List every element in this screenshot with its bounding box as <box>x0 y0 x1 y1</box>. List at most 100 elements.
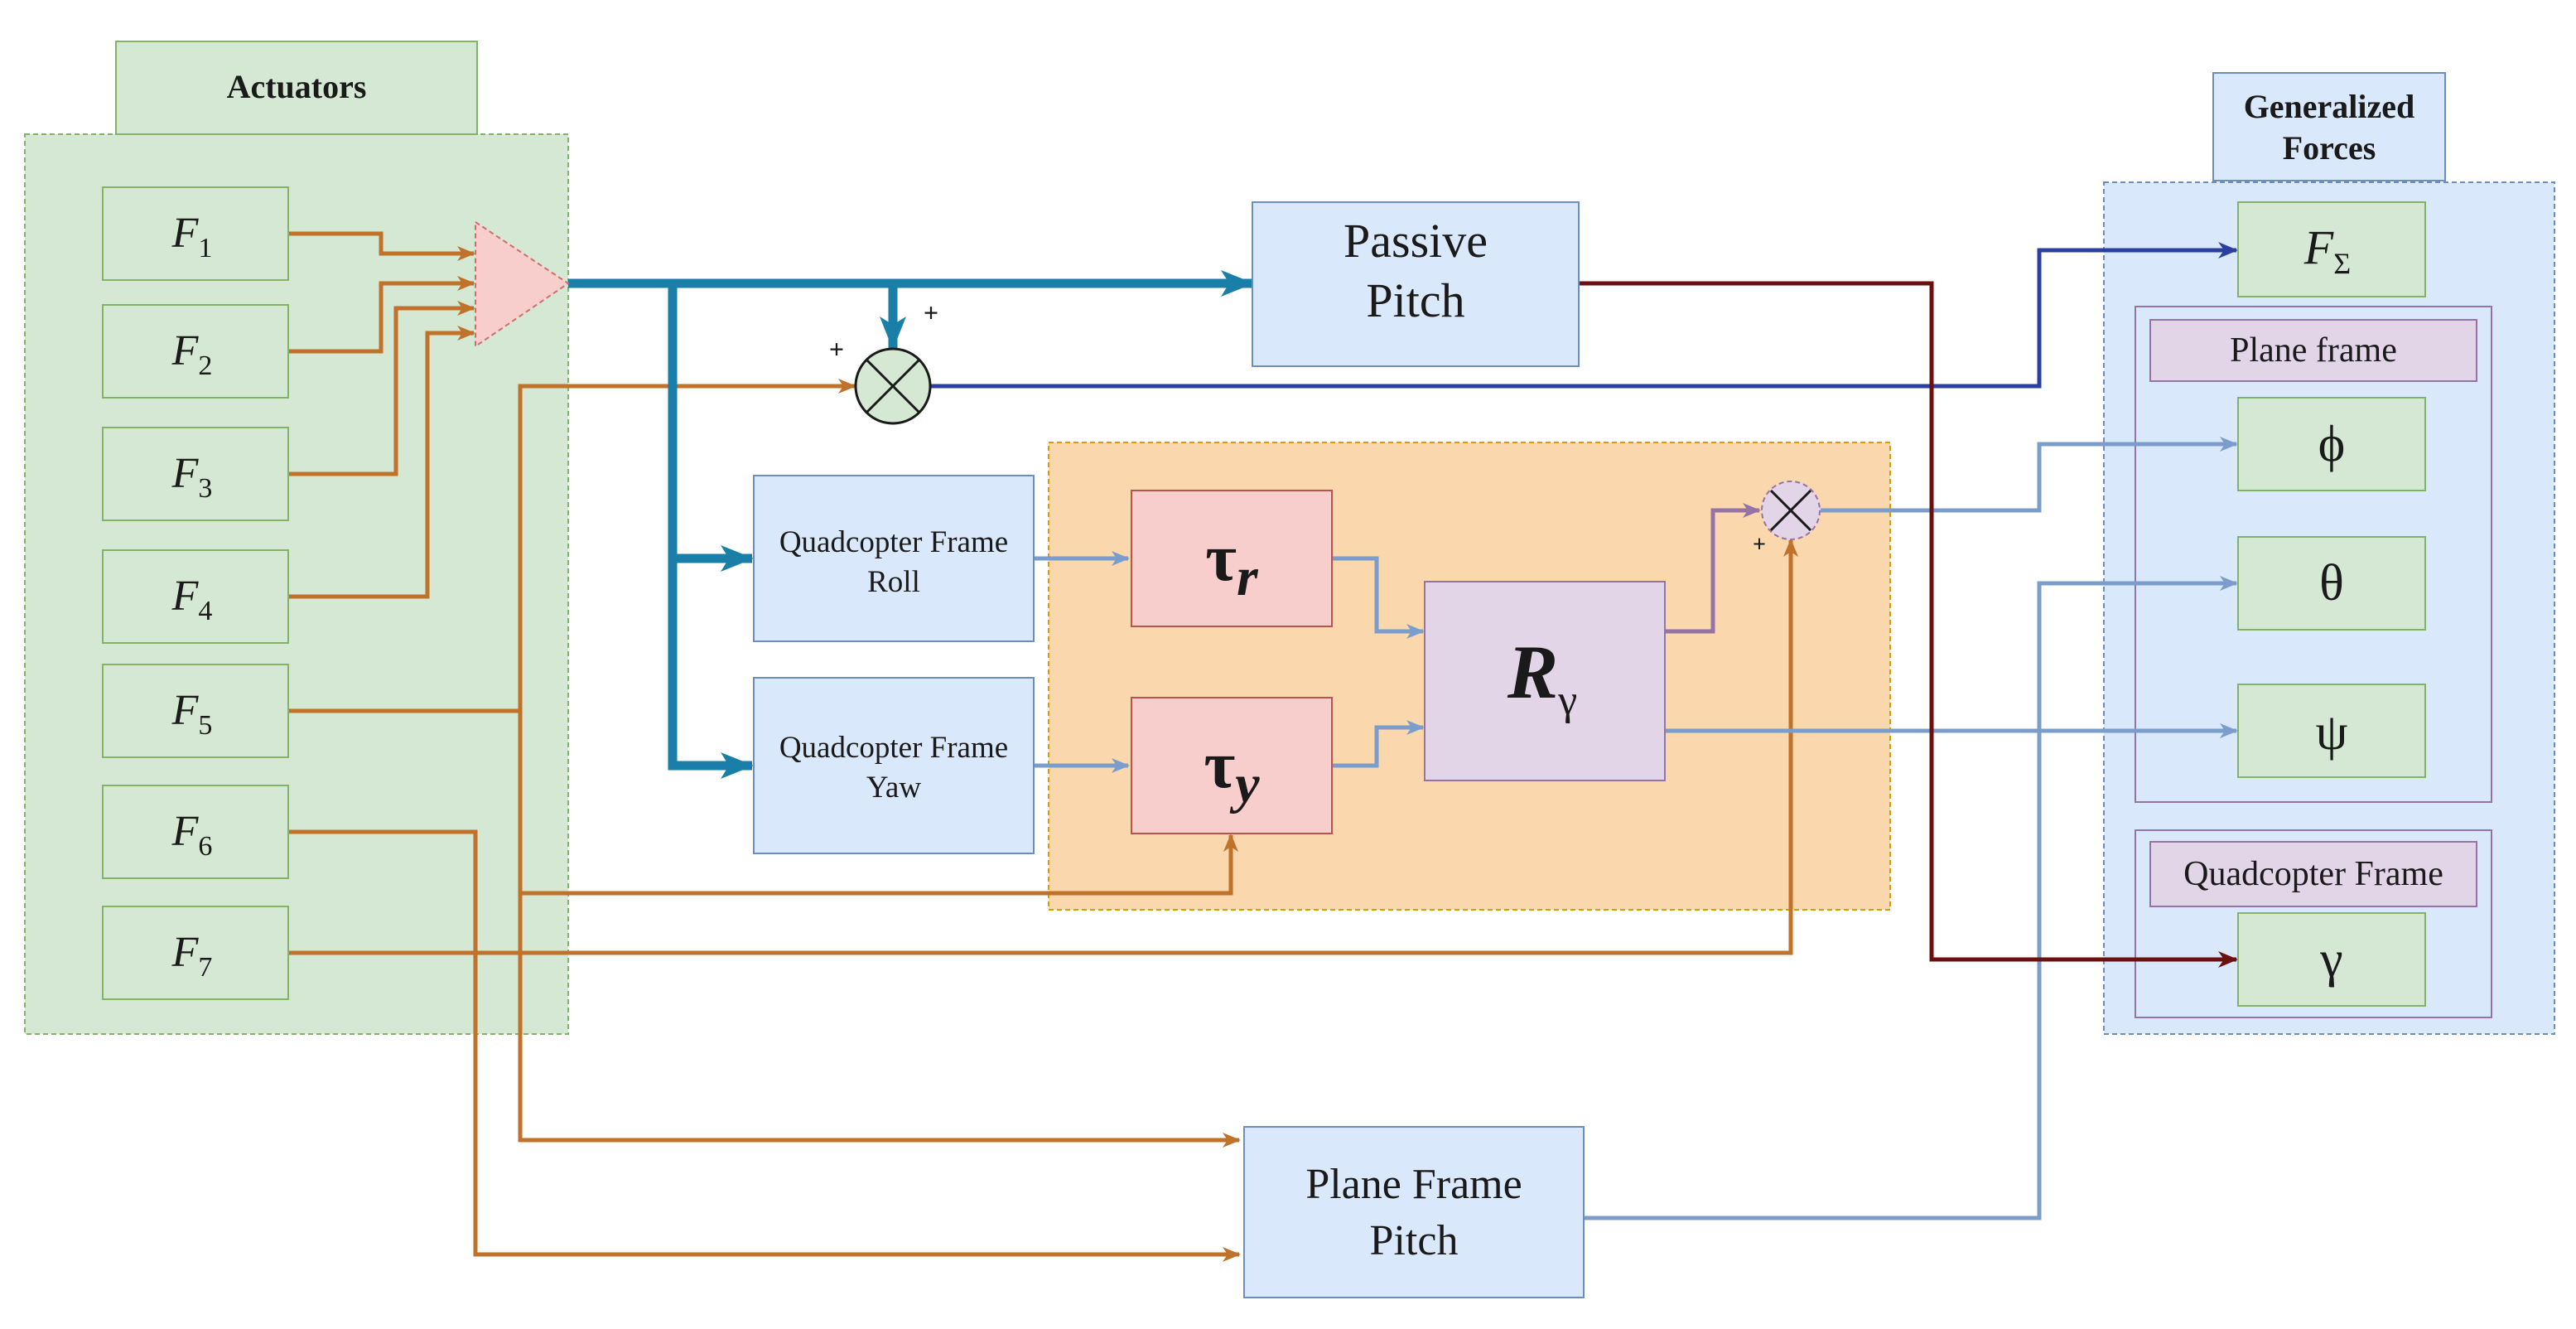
actuator-label: F1 <box>171 210 213 263</box>
generalized-forces-title-line1: Generalized <box>2244 88 2415 125</box>
actuator-box <box>102 304 289 399</box>
tau-r-label: τr <box>1205 520 1259 607</box>
passive-pitch-label-line2: Pitch <box>1366 273 1464 327</box>
f5-to-plane-pitch-line <box>518 893 1241 1148</box>
passive-pitch-box <box>1252 201 1580 367</box>
actuator-subscript: 5 <box>198 710 212 741</box>
generalized-forces-title-box <box>2212 72 2446 181</box>
tau-y-box <box>1131 697 1333 834</box>
passive-pitch-block: Passive Pitch <box>1252 201 1580 367</box>
actuator-box <box>102 906 289 1000</box>
psi-label: ψ <box>2316 704 2348 761</box>
qf-roll-box <box>753 475 1035 642</box>
f5-trunk-line <box>288 379 856 713</box>
theta-box <box>2237 536 2426 631</box>
phi-label: ϕ <box>2318 416 2346 472</box>
f6-to-plane-pitch-line <box>288 829 1241 1262</box>
phi-box <box>2237 397 2426 491</box>
plane-frame-pitch-block: Plane Frame Pitch <box>1243 1126 1585 1298</box>
main-bus <box>568 270 1254 779</box>
f1-to-sum-line <box>288 231 475 261</box>
f4-to-sum-line <box>288 326 475 599</box>
r-gamma-to-small-summer <box>1665 503 1761 634</box>
plane-frame-pitch-label-line2: Pitch <box>1370 1217 1459 1264</box>
bus-to-qf-yaw <box>668 558 754 779</box>
f7-to-small-summer-line <box>288 539 1798 955</box>
tau-r-block: τr <box>1131 490 1333 627</box>
quadcopter-frame-label: Quadcopter Frame <box>2183 855 2443 893</box>
tau-r-symbol: τ <box>1205 520 1237 595</box>
actuator-subscript: 2 <box>198 350 212 381</box>
psi-block: ψ <box>2237 684 2426 778</box>
actuator-f2: F2 <box>102 304 289 399</box>
quadcopter-frame-label-box <box>2149 841 2477 907</box>
tau-y-to-r-gamma <box>1332 720 1425 768</box>
actuator-box <box>102 549 289 644</box>
qf-roll-label-line2: Roll <box>867 565 920 599</box>
plane-pitch-to-theta <box>1584 576 2238 1220</box>
qf-yaw-label-line1: Quadcopter Frame <box>779 731 1008 765</box>
f-sigma-subscript: Σ <box>2333 247 2351 280</box>
actuator-label: F4 <box>171 573 213 626</box>
main-summer-plus-right: + <box>924 297 938 327</box>
small-summer: + <box>1753 481 1821 558</box>
qf-yaw-block: Quadcopter Frame Yaw <box>753 677 1035 854</box>
tau-y-symbol: τ <box>1204 727 1235 802</box>
actuator-symbol: F <box>171 808 200 855</box>
actuators-title: Actuators <box>227 68 367 105</box>
tau-y-label: τy <box>1204 727 1260 814</box>
f-sigma-label: FΣ <box>2303 220 2351 280</box>
actuator-subscript: 7 <box>198 952 212 983</box>
actuator-label: F6 <box>171 808 213 862</box>
actuator-symbol: F <box>171 327 200 375</box>
actuator-symbol: F <box>171 687 200 734</box>
gamma-block: γ <box>2237 912 2426 1007</box>
small-summer-cross-b <box>1769 489 1812 532</box>
actuator-subscript: 4 <box>198 596 212 626</box>
actuators-title-box <box>115 41 478 135</box>
f-sigma-symbol: F <box>2303 220 2334 274</box>
actuator-box <box>102 664 289 758</box>
qf-roll-label-line1: Quadcopter Frame <box>779 525 1008 559</box>
tau-r-subscript: r <box>1237 547 1259 607</box>
gamma-label: γ <box>2319 931 2342 988</box>
passive-pitch-label-line1: Passive <box>1343 214 1488 268</box>
tau-y-block: τy <box>1131 697 1333 834</box>
qf-yaw-label-line2: Yaw <box>866 771 921 805</box>
actuator-subscript: 3 <box>198 473 212 504</box>
f5-to-tau-y-line <box>518 711 1238 896</box>
tau-y-subscript: y <box>1229 754 1260 814</box>
small-summer-plus: + <box>1753 532 1766 558</box>
actuator-f3: F3 <box>102 427 289 521</box>
tau-r-to-r-gamma <box>1332 556 1425 639</box>
actuator-box <box>102 427 289 521</box>
gamma-box <box>2237 912 2426 1007</box>
actuator-f6: F6 <box>102 785 289 879</box>
actuator-label: F7 <box>171 929 213 983</box>
r-gamma-symbol: R <box>1507 630 1558 714</box>
r-gamma-label: Rγ <box>1507 630 1577 724</box>
actuator-symbol: F <box>171 573 200 620</box>
r-gamma-block: Rγ <box>1424 581 1666 781</box>
f2-to-sum-line <box>288 276 475 354</box>
r-gamma-box <box>1424 581 1666 781</box>
actuator-symbol: F <box>171 450 200 497</box>
actuator-connections <box>288 231 1798 1262</box>
actuator-subscript: 1 <box>198 233 212 263</box>
bus-to-qf-roll <box>668 283 754 572</box>
actuator-symbol: F <box>171 210 200 257</box>
actuator-label: F5 <box>171 687 213 741</box>
plane-frame-pitch-box <box>1243 1126 1585 1298</box>
tau-r-box <box>1131 490 1333 627</box>
f3-to-sum-line <box>288 301 475 476</box>
theta-label: θ <box>2319 555 2344 611</box>
actuator-f5: F5 <box>102 664 289 758</box>
actuator-symbol: F <box>171 929 200 976</box>
r-gamma-subscript: γ <box>1557 677 1577 724</box>
generalized-forces-title-line2: Forces <box>2283 129 2376 167</box>
actuator-f4: F4 <box>102 549 289 644</box>
force-sum-triangle <box>475 220 570 348</box>
main-summer-to-f-sigma <box>931 242 2238 389</box>
